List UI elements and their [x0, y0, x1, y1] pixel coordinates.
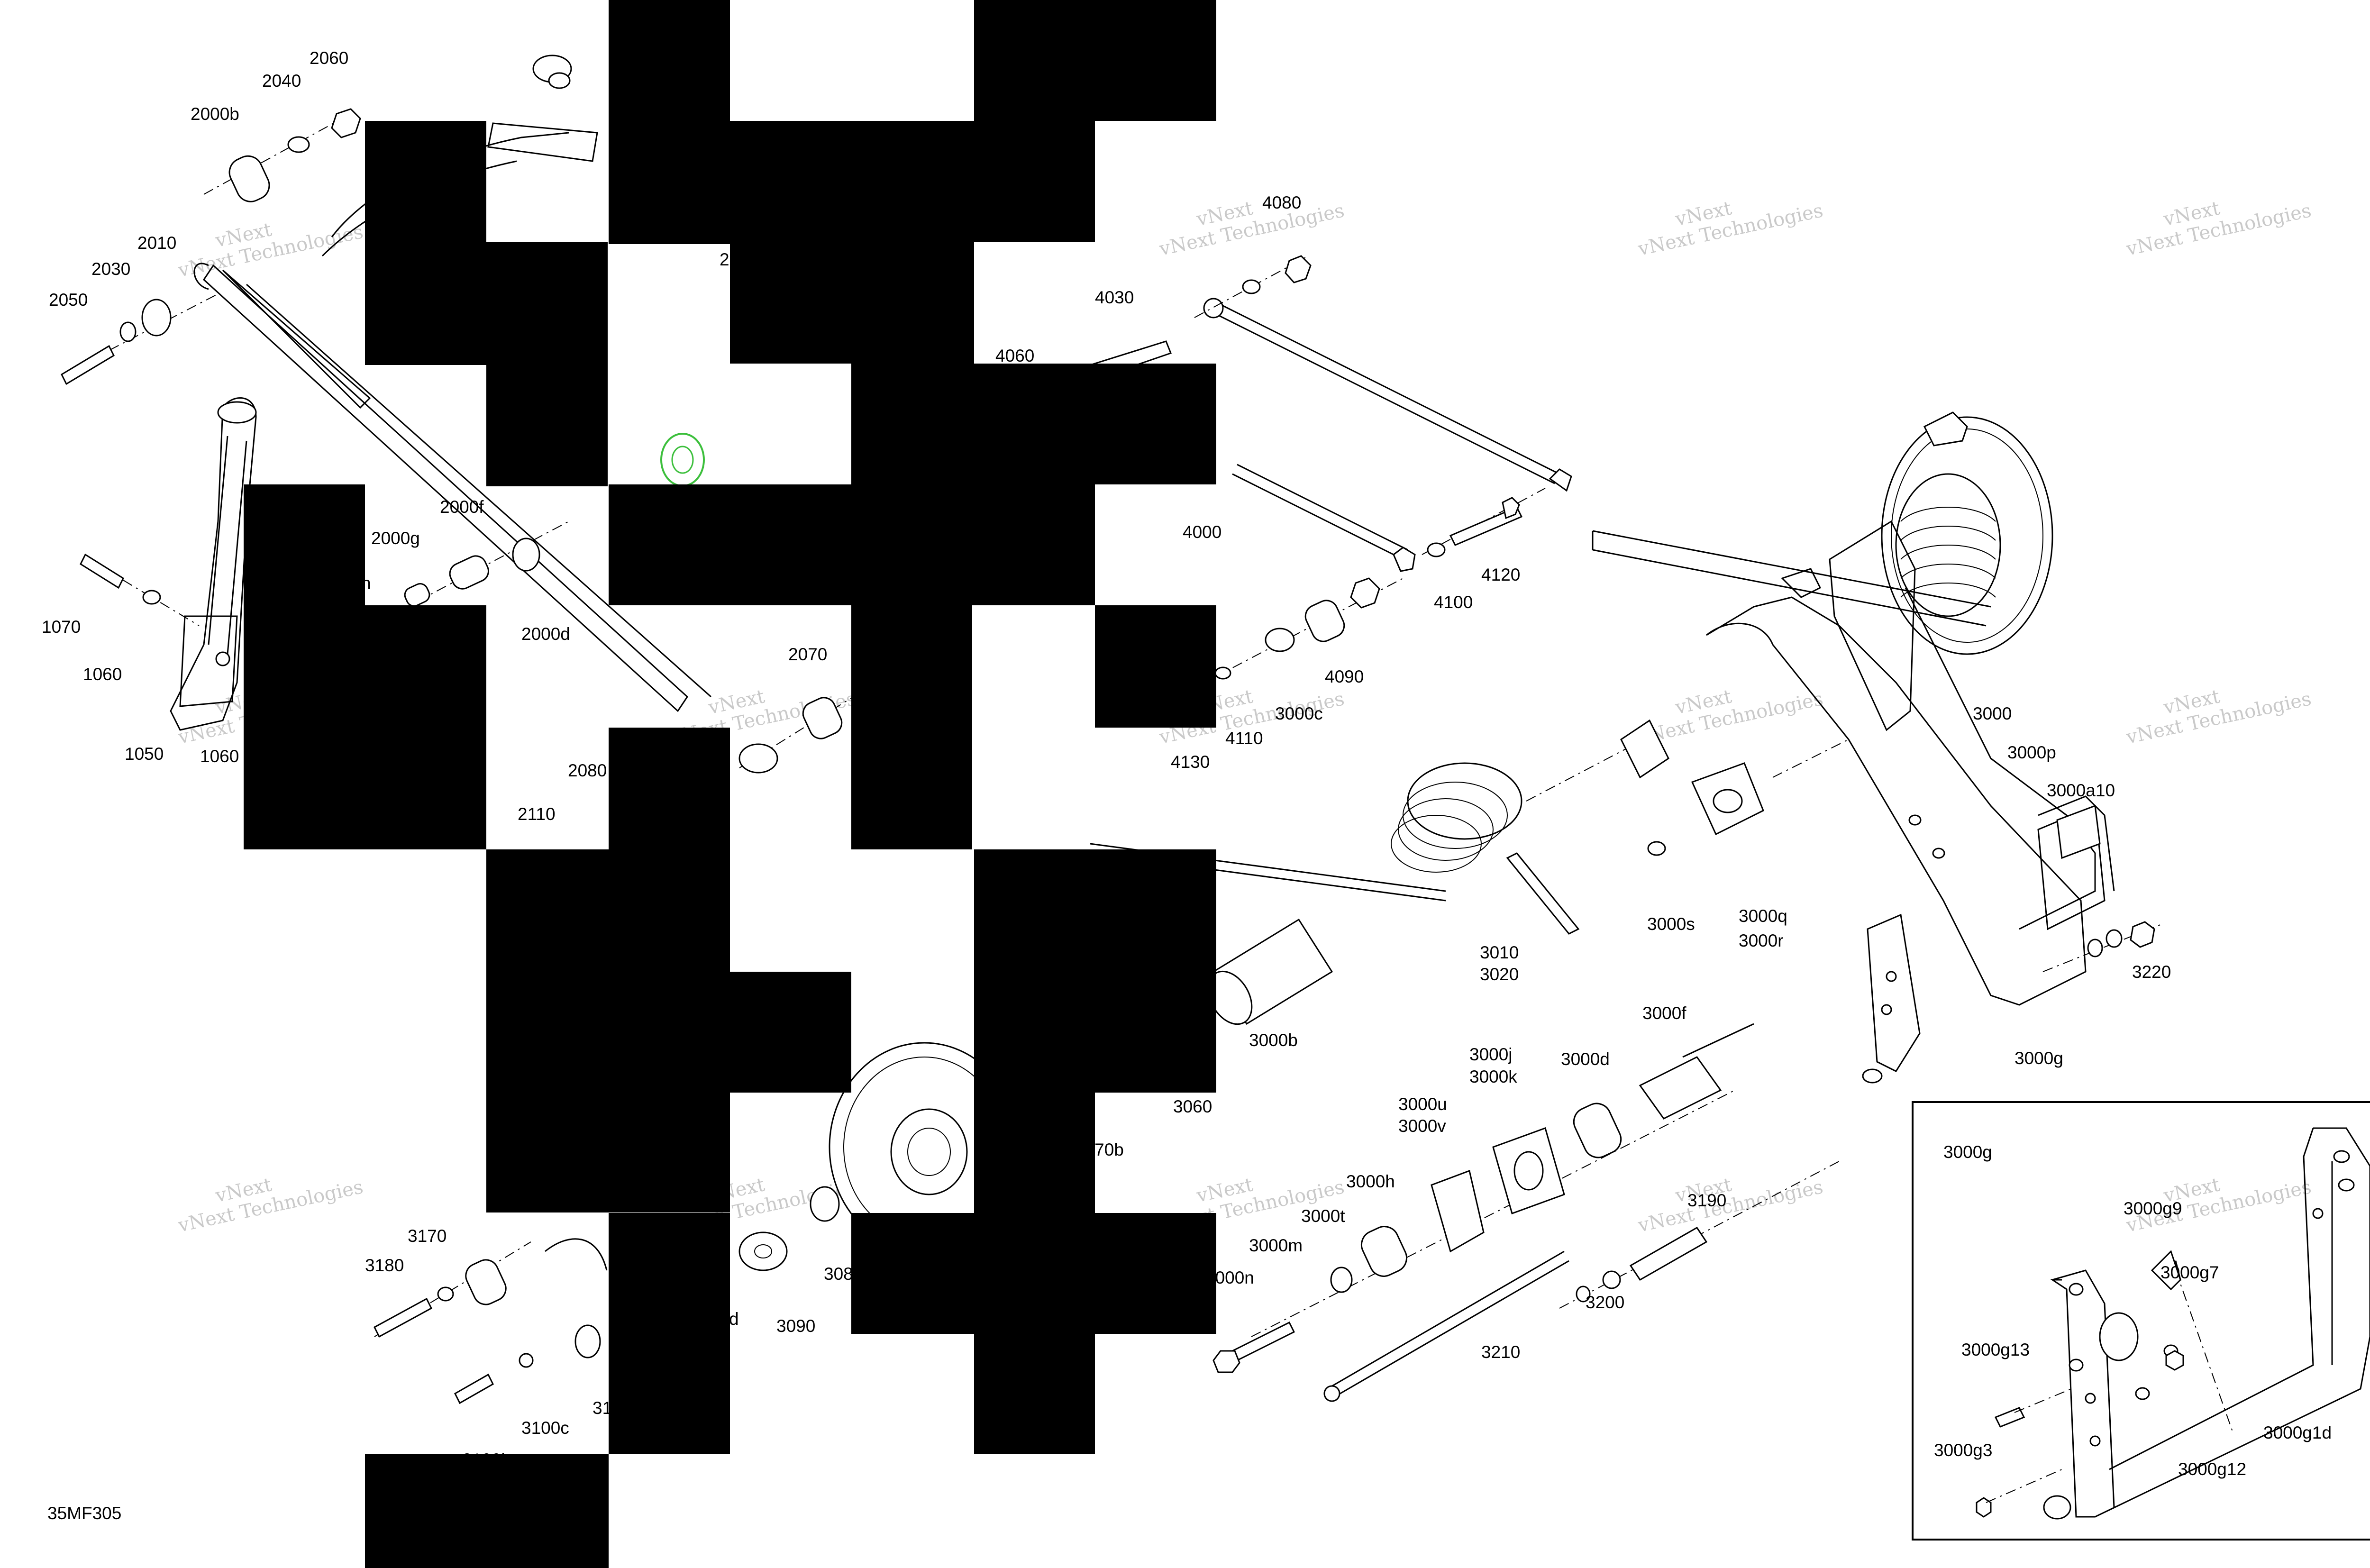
watermark: vNext vNext Technologies [1636, 1174, 1825, 1237]
part-label: 4000 [1183, 522, 1221, 542]
part-label: 3000g12 [2178, 1459, 2246, 1479]
part-label: 3000g13 [1961, 1340, 2030, 1359]
part-label: 3000d [1561, 1049, 1610, 1069]
watermark: vNext vNext Technologies [2124, 685, 2313, 748]
part-label: 00f [602, 1120, 627, 1139]
part-label: 4120 [1481, 565, 1520, 584]
part-label: 2000b [191, 104, 239, 124]
part-label: 3000b [1249, 1030, 1298, 1050]
part-label: 1060 [83, 665, 122, 684]
part-label: 3190 [1687, 1191, 1726, 1210]
part-label: 4030 [1095, 288, 1134, 307]
part-label: 3200 [1586, 1293, 1624, 1312]
part-label: 2110 [518, 804, 556, 824]
part-label: 3000u [1398, 1094, 1447, 1114]
part-label: 3090 [776, 1316, 815, 1336]
part-label: 3060 [1173, 1097, 1212, 1116]
part-label: 3220 [2132, 962, 2171, 982]
part-label: 3000h [1346, 1172, 1395, 1191]
part-label: 31 [592, 1398, 612, 1418]
part-label: 308 [824, 1264, 853, 1284]
part-label: d [729, 1309, 739, 1329]
part-label: 3000j [1469, 1045, 1513, 1064]
part-label: 3000f [1642, 1003, 1686, 1023]
watermark: vNext vNext Technologies [176, 219, 365, 282]
part-label: 3000g [2014, 1048, 2063, 1068]
part-label: 3000t [1301, 1206, 1345, 1226]
part-label: 3000g7 [2160, 1263, 2219, 1282]
part-label: 2 [720, 250, 729, 269]
redaction-blocks [244, 0, 1216, 1568]
part-label: 1070 [42, 617, 81, 637]
part-label: 2000d [521, 624, 570, 644]
part-label: 2060 [310, 48, 348, 68]
part-label: 2050 [49, 290, 88, 310]
part-label: 2080 [568, 761, 607, 780]
part-label: 3000a10 [2047, 781, 2115, 800]
diagram-code: 35MF305 [47, 1504, 121, 1523]
part-label: 4090 [1325, 667, 1364, 686]
lower-hardware-stack [1212, 1023, 1840, 1402]
part-label: 3000g9 [2124, 1199, 2182, 1218]
part-label: 3000q [1739, 906, 1787, 926]
part-label: 4080 [1262, 193, 1301, 212]
part-label: 3000v [1398, 1116, 1446, 1136]
part-label: 3070b [1075, 1140, 1124, 1159]
part-label: 3000r [1739, 931, 1784, 950]
pedal-arm-assembly [61, 55, 854, 774]
watermark: vNext vNext Technologies [1636, 685, 1825, 748]
part-label: 3170 [408, 1226, 447, 1246]
watermark: vNext vNext Technologies [2124, 1174, 2313, 1237]
part-label: 4060 [995, 346, 1034, 365]
inset-detail-3000g [1912, 1101, 2370, 1541]
part-label: 3100b [462, 1450, 511, 1469]
part-label: h [361, 574, 371, 593]
watermark: vNext vNext Technologies [176, 1174, 365, 1237]
inset-title: 3000g [1943, 1142, 1992, 1162]
part-label: 3000 [1973, 704, 2012, 723]
part-label: 3000c [1275, 704, 1323, 723]
part-label: 2000f [440, 497, 484, 517]
watermark: vNext vNext Technologies [1157, 197, 1346, 260]
part-label: 3000p [2007, 743, 2056, 762]
part-label: 4070 [926, 394, 965, 414]
part-label: 4100 [1434, 593, 1473, 612]
part-label: 2030 [91, 259, 130, 279]
part-label: 3020 [1480, 965, 1519, 984]
part-label: 3000k [1469, 1067, 1517, 1086]
part-label: 3100c [521, 1418, 569, 1438]
highlighted-bushing [660, 433, 705, 487]
part-label: 3000s [1647, 914, 1695, 934]
part-labels: 2060 2040 2000b 2010 2030 2050 2 2000f 2… [42, 48, 2332, 1523]
part-label: 1050 [125, 744, 164, 764]
part-label: 4130 [1171, 752, 1210, 772]
part-label: 2000g [371, 529, 420, 548]
part-label: 3000g3 [1934, 1440, 1992, 1460]
part-label: 2010 [137, 233, 176, 253]
main-brake-assembly [1090, 411, 2162, 1084]
watermark: vNext vNext Technologies [1636, 197, 1825, 260]
part-label: 1060 [200, 747, 239, 766]
part-label: 2070 [788, 645, 827, 664]
part-label: 3000m [1249, 1236, 1303, 1255]
watermark: vNext vNext Technologies [2124, 197, 2313, 260]
part-label: 4110 [1225, 729, 1263, 748]
part-label: 3000n [1205, 1268, 1254, 1287]
part-label: 3010 [1480, 943, 1519, 962]
part-label: 3180 [365, 1256, 404, 1275]
part-label: 3210 [1481, 1342, 1520, 1362]
part-label: 3000g1d [2263, 1423, 2332, 1442]
part-label: 2040 [262, 71, 301, 91]
